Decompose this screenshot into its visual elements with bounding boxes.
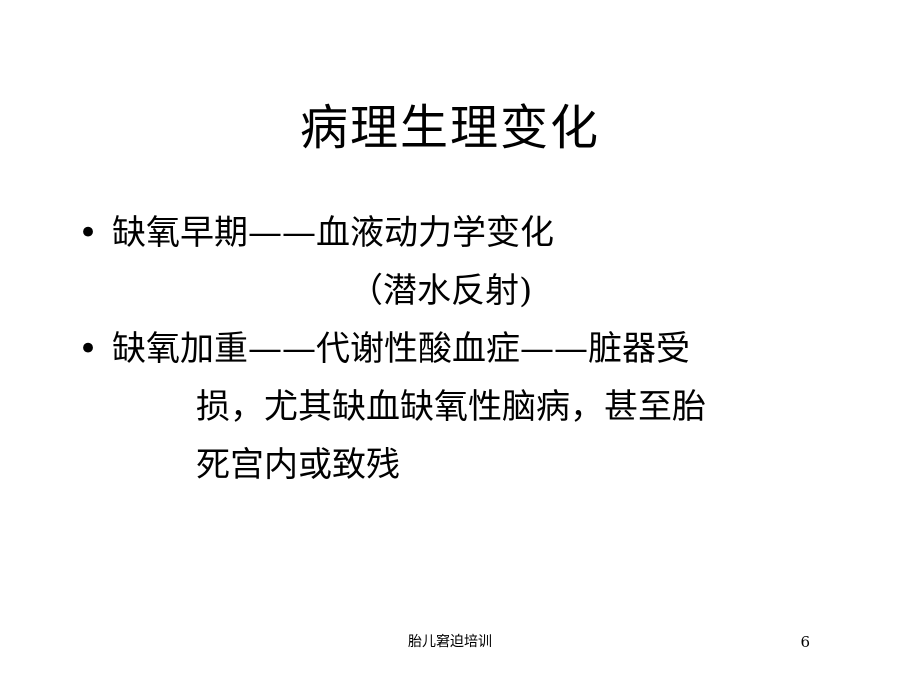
bullet-marker: •	[78, 213, 99, 253]
bullet-marker: •	[78, 329, 99, 369]
bullet-list: • 缺氧早期——血液动力学变化 （潜水反射) • 缺氧加重——代谢性酸血症——脏…	[78, 204, 838, 494]
bullet-line: 缺氧加重——代谢性酸血症——脏器受	[112, 329, 690, 369]
bullet-line: 死宫内或致残	[196, 445, 400, 485]
page-number: 6	[800, 633, 810, 651]
bullet-item-severe-hypoxia: • 缺氧加重——代谢性酸血症——脏器受 损，尤其缺血缺氧性脑病，甚至胎 死宫内或…	[78, 320, 838, 494]
bullet-line: 损，尤其缺血缺氧性脑病，甚至胎	[196, 387, 706, 427]
footer-text: 胎儿窘迫培训	[408, 634, 492, 650]
bullet-line: 缺氧早期——血液动力学变化	[112, 213, 554, 253]
bullet-line: （潜水反射)	[349, 271, 533, 311]
bullet-item-early-hypoxia: • 缺氧早期——血液动力学变化 （潜水反射)	[78, 204, 838, 320]
slide-title: 病理生理变化	[299, 100, 600, 156]
